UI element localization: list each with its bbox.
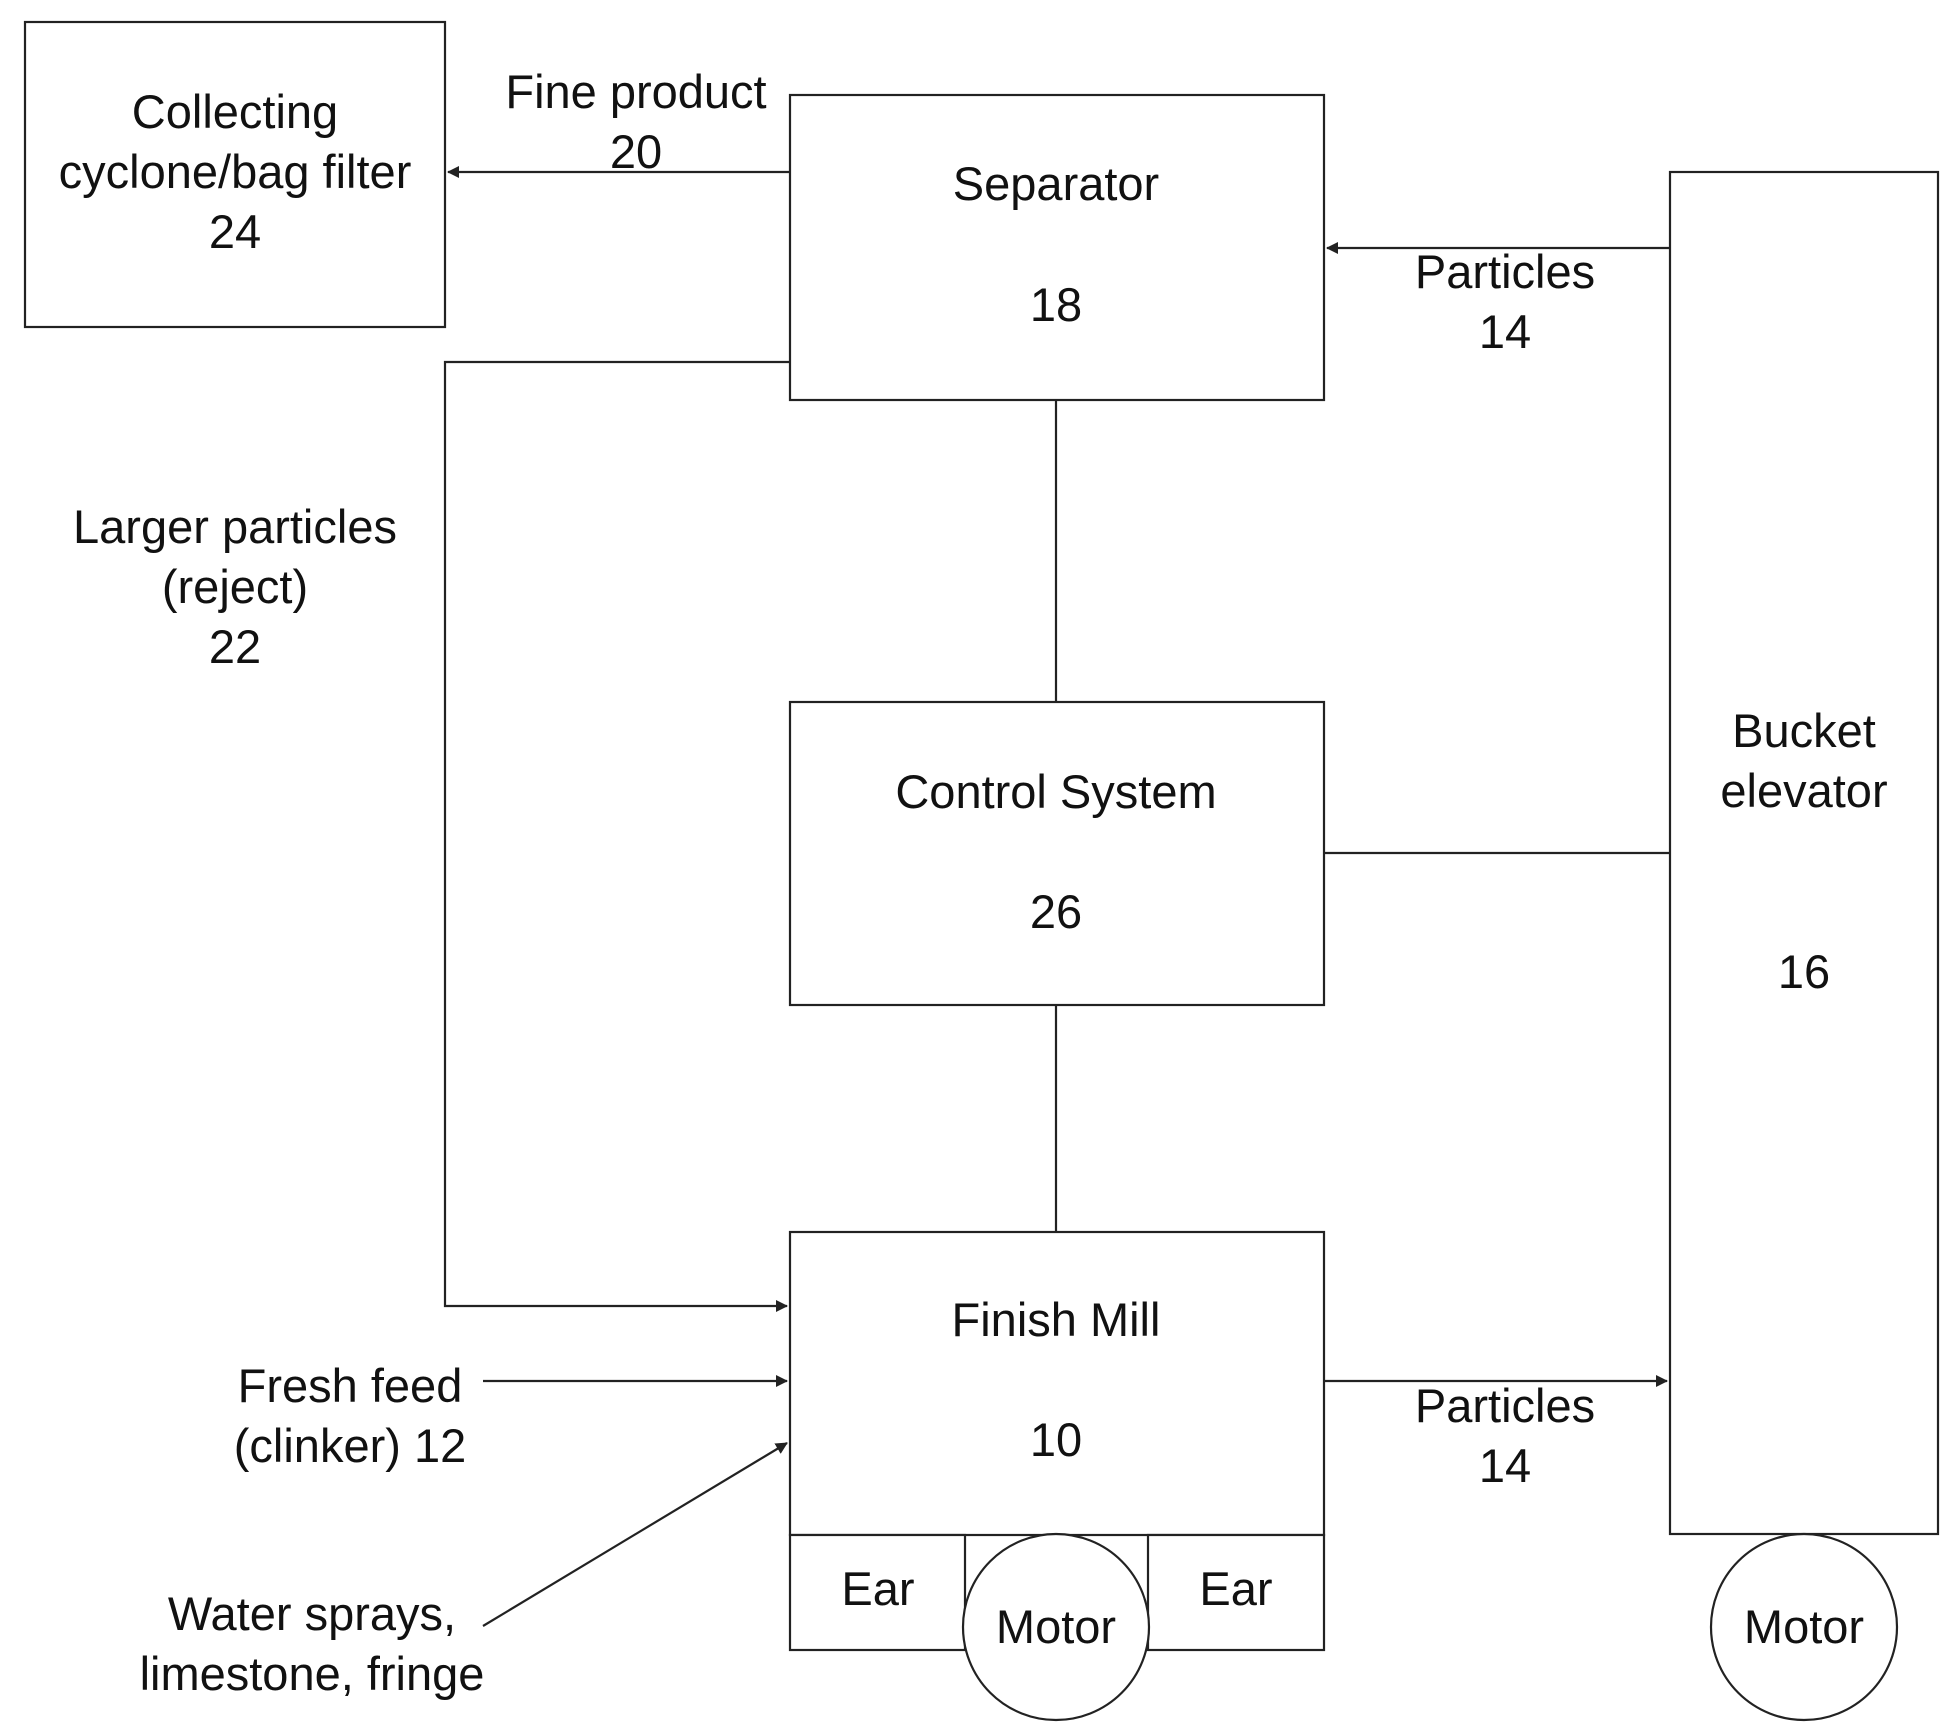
left-ear-label: Ear bbox=[841, 1562, 914, 1615]
left-ear-box: Ear bbox=[790, 1535, 965, 1650]
particles-up-ref: 14 bbox=[1479, 305, 1531, 358]
control-system-box: Control System 26 bbox=[790, 702, 1324, 1005]
right-ear-box: Ear bbox=[1148, 1535, 1324, 1650]
particles-to-elevator-label: Particles 14 bbox=[1415, 1379, 1595, 1492]
separator-label: Separator bbox=[953, 157, 1159, 210]
particles-out-text: Particles bbox=[1415, 1379, 1595, 1432]
bucket-elevator-label-line2: elevator bbox=[1720, 764, 1887, 817]
fine-product-label: Fine product 20 bbox=[505, 65, 766, 178]
reject-label: Larger particles (reject) 22 bbox=[73, 500, 397, 673]
particles-up-text: Particles bbox=[1415, 245, 1595, 298]
particles-to-separator-label: Particles 14 bbox=[1415, 245, 1595, 358]
reject-qualifier: (reject) bbox=[162, 560, 308, 613]
water-sprays-arrow bbox=[483, 1443, 787, 1626]
water-sprays-text-line2: limestone, fringe bbox=[140, 1647, 485, 1700]
separator-ref: 18 bbox=[1030, 278, 1082, 331]
reject-ref: 22 bbox=[209, 620, 261, 673]
finish-mill-label: Finish Mill bbox=[952, 1293, 1161, 1346]
water-sprays-text: Water sprays, bbox=[168, 1587, 456, 1640]
particles-out-ref: 14 bbox=[1479, 1439, 1531, 1492]
bucket-elevator-ref: 16 bbox=[1778, 945, 1830, 998]
water-sprays-label: Water sprays, limestone, fringe bbox=[140, 1587, 485, 1700]
reject-return-arrow bbox=[445, 362, 790, 1306]
fresh-feed-label: Fresh feed (clinker) 12 bbox=[234, 1359, 466, 1472]
collector-label-line1: Collecting bbox=[132, 85, 338, 138]
collecting-cyclone-box: Collecting cyclone/bag filter 24 bbox=[25, 22, 445, 327]
bucket-elevator-label-line1: Bucket bbox=[1732, 704, 1876, 757]
fine-product-text: Fine product bbox=[505, 65, 766, 118]
reject-text: Larger particles bbox=[73, 500, 397, 553]
elevator-motor-circle: Motor bbox=[1711, 1534, 1897, 1720]
finish-mill-ref: 10 bbox=[1030, 1413, 1082, 1466]
fresh-feed-ref: (clinker) 12 bbox=[234, 1419, 466, 1472]
mill-motor-label: Motor bbox=[996, 1600, 1116, 1653]
fine-product-ref: 20 bbox=[610, 125, 662, 178]
separator-box: Separator 18 bbox=[790, 95, 1324, 400]
fresh-feed-text: Fresh feed bbox=[238, 1359, 463, 1412]
control-system-ref: 26 bbox=[1030, 885, 1082, 938]
mill-motor-circle: Motor bbox=[963, 1534, 1149, 1720]
control-system-label: Control System bbox=[895, 765, 1216, 818]
collector-ref: 24 bbox=[209, 205, 261, 258]
right-ear-label: Ear bbox=[1199, 1562, 1272, 1615]
collector-label-line2: cyclone/bag filter bbox=[59, 145, 412, 198]
finish-mill-box: Finish Mill 10 bbox=[790, 1232, 1324, 1535]
elevator-motor-label: Motor bbox=[1744, 1600, 1864, 1653]
bucket-elevator-box: Bucket elevator 16 bbox=[1670, 172, 1938, 1534]
